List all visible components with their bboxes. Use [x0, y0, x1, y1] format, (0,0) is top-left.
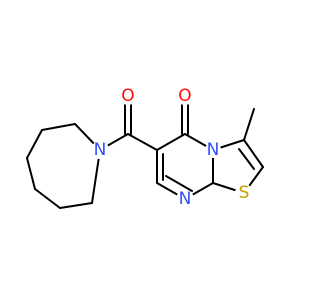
- atom-label: S: [239, 183, 250, 203]
- bond: [34, 188, 61, 209]
- atom-layer: O N O N N S: [91, 86, 253, 209]
- bond: [243, 108, 255, 141]
- bond: [26, 129, 43, 159]
- pyrimidine-nitrogen-atom: N: [176, 189, 194, 209]
- atom-label: N: [94, 140, 107, 160]
- bond: [59, 202, 93, 209]
- bond: [26, 157, 36, 190]
- bridgehead-nitrogen-atom: N: [205, 140, 221, 160]
- atom-label: N: [207, 140, 220, 160]
- bond: [243, 139, 264, 168]
- ring-oxygen-atom: O: [176, 86, 194, 106]
- amide-oxygen-atom: O: [119, 86, 137, 106]
- thiazole-sulfur-atom: S: [235, 183, 253, 203]
- bond: [41, 123, 76, 131]
- bond: [165, 175, 193, 192]
- bond: [238, 148, 255, 170]
- atom-label: O: [178, 86, 191, 106]
- bond: [156, 133, 186, 151]
- bond-layer: [26, 101, 264, 209]
- atom-label: O: [121, 86, 134, 106]
- bond: [127, 133, 158, 151]
- molecule-structure-diagram: O N O N N S: [26, 86, 264, 209]
- atom-label: N: [179, 189, 192, 209]
- amide-nitrogen-atom: N: [91, 140, 109, 160]
